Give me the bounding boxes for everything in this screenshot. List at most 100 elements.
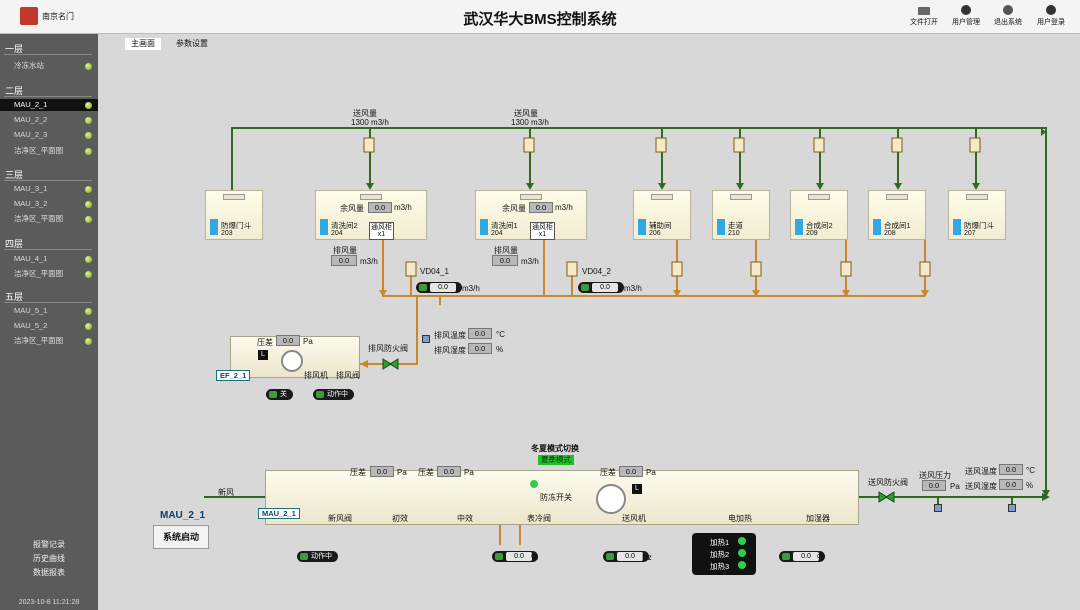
sidebar-item-mau-5-2[interactable]: MAU_5_2 — [0, 320, 98, 332]
mau-tag: MAU_2_1 — [258, 508, 300, 519]
sidebar-item-clean-2f[interactable]: 洁净区_平面图 — [0, 145, 98, 157]
sidebar-item-chiller[interactable]: 冷冻水站 — [0, 60, 98, 72]
heater-2-label: 加热2 — [710, 550, 730, 559]
ef-tag: EF_2_1 — [216, 370, 251, 381]
section-humidifier: 加湿器 — [806, 514, 830, 523]
heater-status-panel: 加热1 加热2 加热3 — [692, 533, 756, 575]
supply-hum-unit: % — [1026, 481, 1034, 490]
exhaust-sensor-icon — [422, 335, 430, 343]
sidebar-item-mau-3-1[interactable]: MAU_3_1 — [0, 183, 98, 195]
supply-flow-value-1: 1300 m3/h — [351, 118, 389, 127]
residual-unit-2: m3/h — [555, 203, 573, 212]
mau-p3-unit: Pa — [646, 468, 656, 477]
humidifier-readout: 0.0 — [779, 551, 825, 562]
system-start-button[interactable]: 系统启动 — [153, 525, 209, 549]
company-logo — [20, 7, 38, 25]
room-206[interactable]: 辅助间 206 — [633, 190, 691, 240]
data-report-link[interactable]: 数据报表 — [33, 568, 65, 577]
tab-params[interactable]: 参数设置 — [176, 39, 208, 48]
user-login-label: 用户登录 — [1037, 19, 1065, 26]
exit-icon — [1003, 5, 1013, 15]
door-icon — [480, 219, 488, 235]
room-207[interactable]: 防爆门斗 207 — [948, 190, 1006, 240]
user-login-icon — [1046, 5, 1056, 15]
room-name: 辅助间 — [649, 221, 672, 230]
supply-pressure-sensor-icon — [934, 504, 942, 512]
section-electric-heat: 电加热 — [728, 514, 752, 523]
room-number: 209 — [806, 230, 818, 237]
supply-flow-label-1: 送风量 — [353, 109, 377, 118]
status-led-icon — [85, 271, 92, 278]
tab-main[interactable]: 主画面 — [125, 38, 161, 50]
room-number: 208 — [884, 230, 896, 237]
sidebar-item-mau-4-1[interactable]: MAU_4_1 — [0, 253, 98, 265]
sidebar: 一层 冷冻水站 二层 MAU_2_1 MAU_2_2 MAU_2_3 洁净区_平… — [0, 34, 98, 610]
sidebar-item-mau-2-1[interactable]: MAU_2_1 — [0, 99, 98, 111]
exit-system-label: 退出系统 — [994, 19, 1022, 26]
sidebar-group-3f: 三层 — [5, 170, 24, 180]
exhaust-flow-value-2: 0.0 — [492, 255, 518, 266]
mau-p3-label: 压差 — [600, 468, 616, 477]
user-login-button[interactable]: 用户登录 — [1031, 5, 1071, 27]
ef-run-status: 动作中 — [313, 389, 354, 400]
mau-p2-label: 压差 — [418, 468, 434, 477]
room-208[interactable]: 合成间1 208 — [868, 190, 926, 240]
supply-temp-unit: °C — [1026, 466, 1035, 475]
history-curve-link[interactable]: 历史曲线 — [33, 554, 65, 563]
user-manage-icon — [961, 5, 971, 15]
sidebar-item-mau-3-2[interactable]: MAU_3_2 — [0, 198, 98, 210]
user-manage-button[interactable]: 用户管理 — [946, 5, 986, 27]
sidebar-item-mau-5-1[interactable]: MAU_5_1 — [0, 305, 98, 317]
humidifier-unit: % — [817, 553, 825, 562]
exhaust-flow-label-2: 排风量 — [494, 246, 518, 255]
file-open-button[interactable]: 文件打开 — [904, 5, 944, 27]
supply-pressure-label: 送风压力 — [919, 471, 951, 480]
mau-p3-value: 0.0 — [619, 466, 643, 477]
sidebar-item-mau-2-3[interactable]: MAU_2_3 — [0, 129, 98, 141]
room-209[interactable]: 合成间2 209 — [790, 190, 848, 240]
header: 南京名门 武汉华大BMS控制系统 文件打开 用户管理 退出系统 用户登录 — [0, 0, 1080, 34]
exit-system-button[interactable]: 退出系统 — [988, 5, 1028, 27]
sidebar-item-clean-4f[interactable]: 洁净区_平面图 — [0, 268, 98, 280]
status-led-icon — [85, 117, 92, 124]
vd04-2-label: VD04_2 — [582, 267, 611, 276]
room-name: 防爆门斗 — [964, 221, 994, 230]
room-name: 清洗间2 — [331, 221, 358, 230]
room-210[interactable]: 走道 210 — [712, 190, 770, 240]
mau-p1-label: 压差 — [350, 468, 366, 477]
supply-fan-freq-unit: Hz — [642, 553, 652, 562]
ef-valve-label: 排风阀 — [336, 371, 360, 380]
section-medium-filter: 中效 — [457, 514, 473, 523]
ef-temp-label: 排风温度 — [434, 331, 466, 340]
clock: 2023-10-8 11:21:28 — [18, 599, 80, 606]
mau-p1-value: 0.0 — [370, 466, 394, 477]
ef-hum-unit: % — [496, 345, 504, 354]
room-name: 防爆门斗 — [221, 221, 251, 230]
mau-unit[interactable] — [265, 470, 859, 525]
room-203[interactable]: 防爆门斗 203 — [205, 190, 263, 240]
ef-off-status[interactable]: 关 — [266, 389, 293, 400]
sidebar-item-clean-3f[interactable]: 洁净区_平面图 — [0, 213, 98, 225]
room-name: 清洗间1 — [491, 221, 518, 230]
door-icon — [210, 219, 218, 235]
sidebar-item-clean-5f[interactable]: 洁净区_平面图 — [0, 335, 98, 347]
season-mode-toggle[interactable]: 夏季模式 — [538, 455, 574, 465]
supply-fire-valve-label: 送风防火阀 — [868, 478, 908, 487]
status-led-icon — [85, 63, 92, 70]
exhaust-flow-unit-1: m3/h — [360, 257, 378, 266]
alarm-record-link[interactable]: 报警记录 — [33, 540, 65, 549]
ef-temp-value: 0.0 — [468, 328, 492, 339]
ef-pressure-unit: Pa — [303, 337, 313, 346]
status-led-icon — [85, 102, 92, 109]
ef-hum-value: 0.0 — [468, 343, 492, 354]
room-name: 合成间2 — [806, 221, 833, 230]
mau-title: MAU_2_1 — [160, 510, 206, 521]
mau-p1-unit: Pa — [397, 468, 407, 477]
sidebar-item-mau-2-2[interactable]: MAU_2_2 — [0, 114, 98, 126]
supply-hum-value: 0.0 — [999, 479, 1023, 490]
mau-p2-value: 0.0 — [437, 466, 461, 477]
supply-flow-label-2: 送风量 — [514, 109, 538, 118]
